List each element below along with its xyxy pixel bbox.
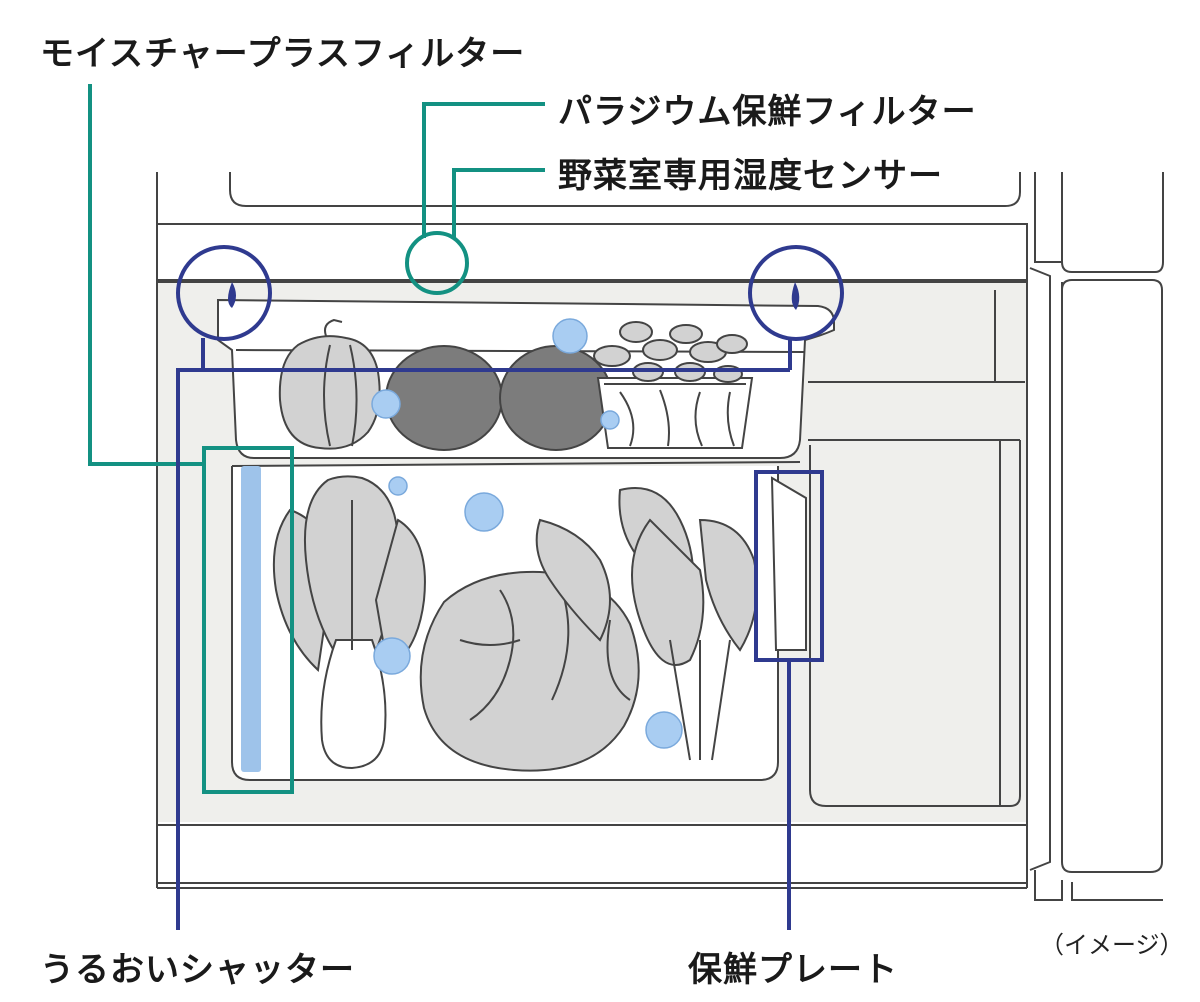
shutter-circle-right [748,245,844,341]
moisture-plus-filter-label: モイスチャープラスフィルター [40,34,526,74]
palladium-filter-label: パラジウム保鮮フィルター [558,92,977,132]
image-note-label: （イメージ） [1040,931,1184,959]
navy-callouts [176,245,844,930]
freshness-plate-label: 保鮮プレート [688,950,898,990]
bell-pepper [278,318,381,450]
water-bubbles [371,318,683,749]
moisture-filter-box [202,446,294,794]
teal-callouts [88,84,545,794]
moisture-shutter-strip [241,466,261,772]
spinach [535,487,758,761]
humidity-indicator-left [228,282,236,308]
shutter-circle-left [176,245,272,341]
palladium-leader [422,102,545,238]
bok-choy [272,475,426,770]
moisture-filter-leader [88,84,205,466]
sensor-leader [452,168,545,238]
mushroom-pack [593,321,754,449]
sensor-circle [405,231,469,295]
humidity-sensor-label: 野菜室専用湿度センサー [558,156,943,196]
moisture-shutter-label: うるおいシャッター [40,950,355,990]
humidity-indicator-right [791,282,800,310]
dark-vegetable-right [499,345,613,451]
freshness-plate-shape [770,476,807,651]
dark-vegetable-left [385,345,503,451]
